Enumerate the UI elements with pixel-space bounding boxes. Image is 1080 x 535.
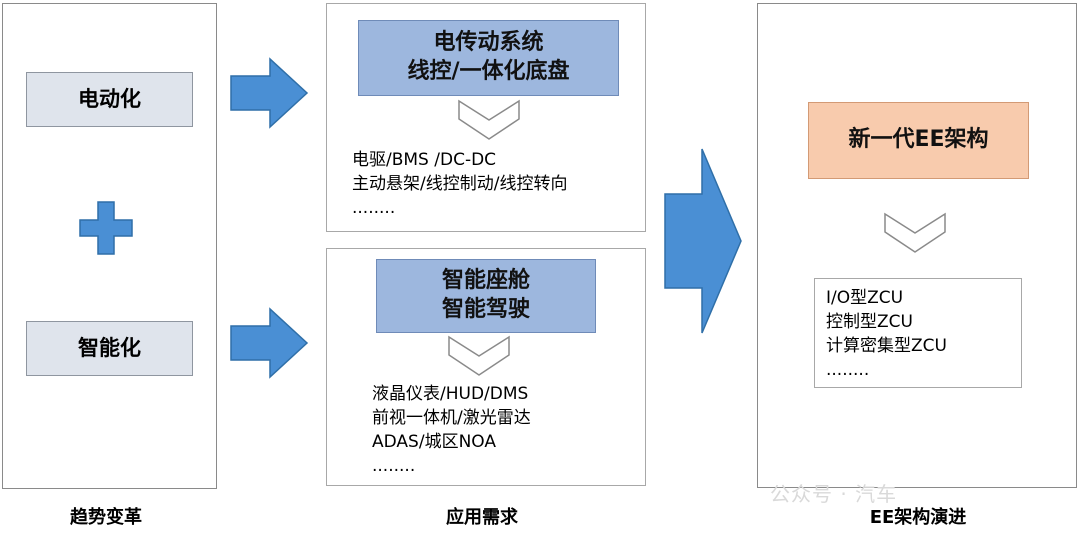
list-item: 液晶仪表/HUD/DMS <box>372 384 529 404</box>
demand-top-title-line2: 线控/一体化底盘 <box>407 59 570 84</box>
ee-title: 新一代EE架构 <box>848 127 989 153</box>
plus-icon <box>79 201 133 255</box>
list-item: ........ <box>826 360 870 380</box>
right-arrow-icon <box>230 307 309 379</box>
ee-list-box <box>814 278 1022 388</box>
electrification-label: 电动化 <box>78 86 141 111</box>
list-item: ADAS/城区NOA <box>372 432 496 452</box>
intelligence-label: 智能化 <box>78 335 141 360</box>
ee-list: I/O型ZCU 控制型ZCU 计算密集型ZCU ........ <box>826 286 947 382</box>
trend-caption: 趋势变革 <box>70 507 142 528</box>
intelligence-box: 智能化 <box>26 321 193 376</box>
demand-top-list: 电驱/BMS /DC-DC 主动悬架/线控制动/线控转向 ........ <box>352 148 567 220</box>
list-item: 主动悬架/线控制动/线控转向 <box>352 174 568 194</box>
chevron-down-icon <box>884 212 946 253</box>
demand-caption: 应用需求 <box>446 507 518 528</box>
watermark: 公众号 · 汽车 <box>770 482 898 506</box>
right-arrow-icon <box>664 148 742 334</box>
demand-bottom-title-line2: 智能驾驶 <box>441 297 530 322</box>
ee-caption: EE架构演进 <box>869 507 967 528</box>
list-item: I/O型ZCU <box>826 288 904 308</box>
list-item: 前视一体机/激光雷达 <box>372 408 531 428</box>
demand-bottom-list: 液晶仪表/HUD/DMS 前视一体机/激光雷达 ADAS/城区NOA .....… <box>372 382 531 478</box>
chevron-down-icon <box>458 99 520 140</box>
demand-top-title-line1: 电传动系统 <box>433 30 544 56</box>
list-item: 电驱/BMS /DC-DC <box>352 150 497 170</box>
list-item: 计算密集型ZCU <box>826 336 947 356</box>
ee-title-box: 新一代EE架构 <box>808 102 1029 179</box>
electrification-box: 电动化 <box>26 72 193 127</box>
demand-bottom-title: 智能座舱 智能驾驶 <box>376 259 596 333</box>
demand-bottom-title-line1: 智能座舱 <box>441 268 530 294</box>
chevron-down-icon <box>448 335 510 376</box>
list-item: 控制型ZCU <box>826 312 913 332</box>
demand-top-title: 电传动系统 线控/一体化底盘 <box>358 20 619 96</box>
right-arrow-icon <box>230 57 309 129</box>
list-item: ........ <box>372 456 416 476</box>
list-item: ........ <box>352 198 396 218</box>
